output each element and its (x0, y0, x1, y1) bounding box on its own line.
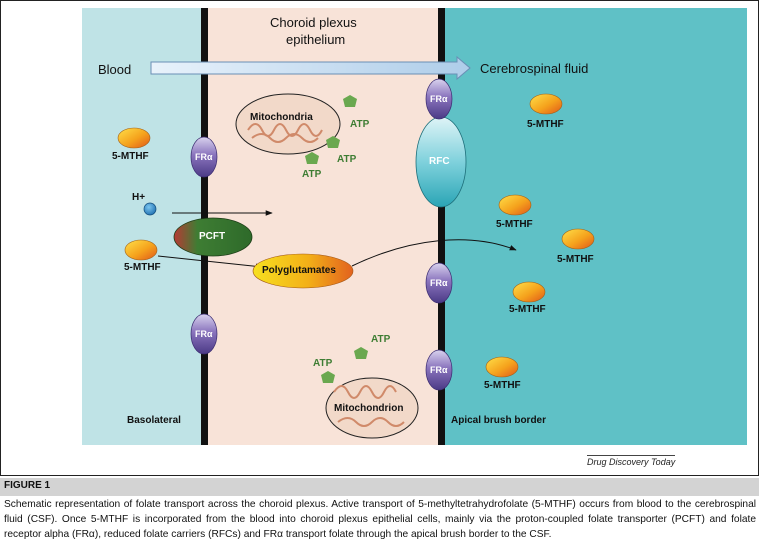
fra-label: FRα (430, 278, 448, 288)
fra-label: FRα (430, 365, 448, 375)
title-line1: Choroid plexus (270, 15, 357, 30)
mitochondria-top-label: Mitochondria (250, 112, 313, 123)
atp-pentagon (354, 347, 368, 359)
polyglutamates-pool (252, 253, 354, 289)
apical-membrane (438, 8, 445, 445)
blood-to-csf-arrow (150, 55, 471, 81)
journal-credit: Drug Discovery Today (587, 455, 676, 467)
mthf-molecule (485, 356, 519, 378)
mthf-label: 5-MTHF (557, 254, 594, 265)
mthf-molecule (124, 239, 158, 261)
atp-label: ATP (371, 334, 391, 345)
pcft-label: PCFT (199, 231, 226, 242)
mitochondrion-bottom (325, 377, 419, 439)
mthf-molecule (512, 281, 546, 303)
fra-receptor (190, 136, 218, 178)
mthf-label: 5-MTHF (484, 380, 521, 391)
caption-bar (0, 478, 759, 496)
h-plus-label: H+ (132, 192, 146, 203)
rfc-label: RFC (429, 156, 450, 167)
pcft-transporter (173, 217, 253, 257)
mitochondrion-bottom-label: Mitochondrion (334, 403, 404, 414)
polyglutamates-label: Polyglutamates (262, 265, 336, 276)
mthf-label: 5-MTHF (496, 219, 533, 230)
mthf-molecule (529, 93, 563, 115)
folate-transport-diagram (82, 8, 747, 445)
atp-label: ATP (302, 169, 322, 180)
blood-label: Blood (98, 62, 132, 77)
atp-label: ATP (337, 154, 357, 165)
mthf-label: 5-MTHF (509, 304, 546, 315)
mthf-label: 5-MTHF (112, 151, 149, 162)
h-plus-ion (143, 202, 157, 216)
fra-label: FRα (195, 329, 213, 339)
atp-pentagon (343, 95, 357, 107)
mthf-label: 5-MTHF (527, 119, 564, 130)
mthf-molecule (117, 127, 151, 149)
fra-receptor (425, 349, 453, 391)
csf-label: Cerebrospinal fluid (480, 61, 589, 76)
atp-pentagon (321, 371, 335, 383)
figure-caption: Schematic representation of folate trans… (4, 499, 756, 540)
fra-receptor (190, 313, 218, 355)
fra-label: FRα (430, 94, 448, 104)
figure-label: FIGURE 1 (4, 480, 51, 491)
title-line2: epithelium (286, 32, 346, 47)
mthf-molecule (561, 228, 595, 250)
atp-label: ATP (350, 119, 370, 130)
basolateral-label: Basolateral (127, 415, 181, 426)
polyglutamate-export-arrow (351, 239, 517, 267)
fra-receptor (425, 262, 453, 304)
mthf-molecule (498, 194, 532, 216)
fra-receptor (425, 78, 453, 120)
atp-pentagon (326, 136, 340, 148)
mthf-transport-arrow (157, 255, 263, 270)
apical-label: Apical brush border (451, 415, 547, 426)
mthf-label: 5-MTHF (124, 262, 161, 273)
atp-label: ATP (313, 358, 333, 369)
atp-pentagon (305, 152, 319, 164)
mitochondria-top (235, 93, 341, 155)
fra-label: FRα (195, 152, 213, 162)
